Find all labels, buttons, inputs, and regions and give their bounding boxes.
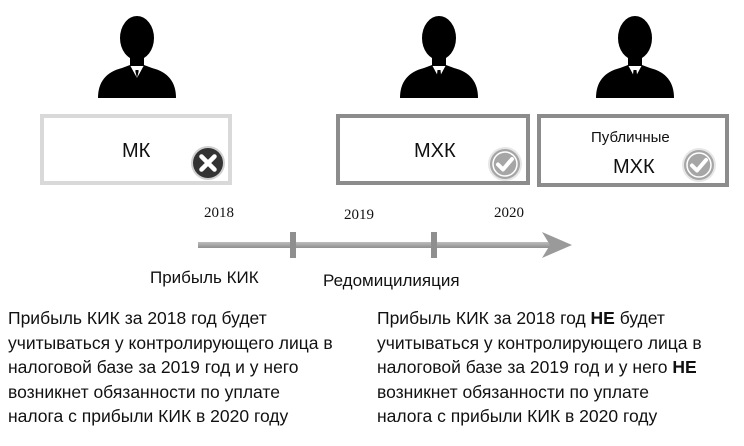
emphasis-not: НЕ xyxy=(590,308,615,328)
year-label: 2019 xyxy=(344,207,374,223)
check-circle-icon xyxy=(682,148,716,182)
emphasis-not: НЕ xyxy=(672,357,697,377)
text-segment: налоговой базе за 2019 год и у него xyxy=(377,357,673,377)
text-segment: будет xyxy=(614,308,665,328)
stage-box-public-mhk: Публичные МХК xyxy=(537,114,729,187)
description-line: возникнет обязанности по уплате xyxy=(377,381,649,402)
description-line: Прибыль КИК за 2018 год НЕ будет xyxy=(377,306,702,331)
description-line: возникнет обязанности по уплате xyxy=(8,381,280,402)
timeline-arrow-icon xyxy=(198,232,572,258)
stage-label: МХК xyxy=(414,140,456,162)
event-label-redomiciliation: Редомицилияция xyxy=(323,271,460,290)
description-line: Прибыль КИК за 2018 год будет xyxy=(8,308,267,328)
description-line: учитываться у контролирующего лица в xyxy=(377,332,702,353)
stage-box-mhk: МХК xyxy=(336,114,530,185)
event-label-cfc-profit: Прибыль КИК xyxy=(150,268,259,287)
description-line: учитываться у контролирующего лица в xyxy=(8,332,333,353)
stage-sublabel: Публичные xyxy=(591,129,670,146)
description-line: налога с прибыли КИК в 2020 году xyxy=(377,406,658,426)
text-segment: Прибыль КИК за 2018 год xyxy=(377,308,591,328)
stage-label: МХК xyxy=(613,156,655,178)
description-left: Прибыль КИК за 2018 год будет учитыватьс… xyxy=(8,306,333,429)
description-line: налога с прибыли КИК в 2020 году xyxy=(8,406,289,426)
cross-circle-icon xyxy=(191,146,225,180)
stage-label: МК xyxy=(122,140,151,162)
year-label: 2018 xyxy=(204,205,234,221)
description-right: Прибыль КИК за 2018 год НЕ будет учитыва… xyxy=(377,306,702,429)
check-circle-icon xyxy=(488,147,522,181)
description-line: налоговой базе за 2019 год и у него xyxy=(8,357,299,377)
person-in-suit-icon xyxy=(596,16,674,98)
person-in-suit-icon xyxy=(400,16,478,98)
year-label: 2020 xyxy=(494,205,524,221)
description-line: налоговой базе за 2019 год и у него НЕ xyxy=(377,355,702,380)
person-in-suit-icon xyxy=(98,16,176,98)
stage-box-mk: МК xyxy=(40,114,232,185)
